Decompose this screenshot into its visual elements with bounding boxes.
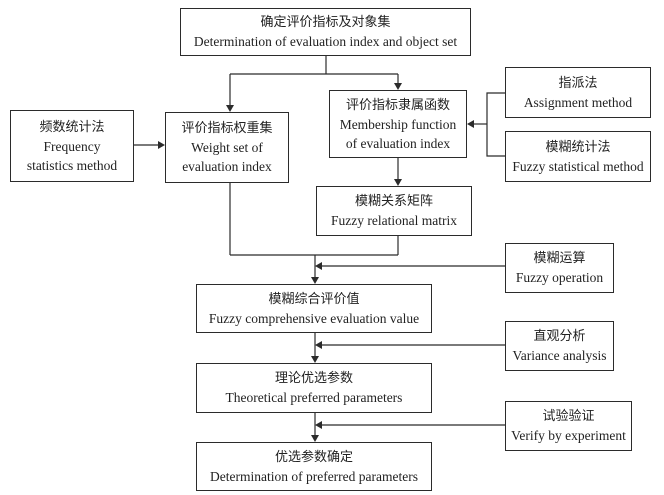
node-relational-en: Fuzzy relational matrix <box>331 213 457 228</box>
node-variance-zh: 直观分析 <box>533 329 586 344</box>
node-membership-zh: 评价指标隶属函数 <box>345 97 450 113</box>
arrowhead-verify <box>315 421 322 429</box>
node-weight-set-zh: 评价指标权重集 <box>181 121 273 136</box>
node-relational: 模糊关系矩阵 Fuzzy relational matrix <box>316 186 472 236</box>
arrowhead-bracket-membership <box>467 120 474 128</box>
node-assignment-en: Assignment method <box>523 94 633 110</box>
node-theoretical-zh: 理论优选参数 <box>274 371 353 386</box>
arrowhead-preferred <box>311 435 319 442</box>
arrowhead-relational <box>394 179 402 186</box>
node-weight-set-en1: Weight set of <box>191 140 263 155</box>
node-weight-set-en2: evaluation index <box>182 159 272 174</box>
node-object-set-en: Determination of evaluation index and ob… <box>193 34 458 49</box>
node-relational-zh: 模糊关系矩阵 <box>354 194 433 209</box>
node-verify-en: Verify by experiment <box>511 428 626 443</box>
node-fuzzy-stat-en: Fuzzy statistical method <box>512 158 644 174</box>
node-frequency-en2: statistics method <box>26 157 118 173</box>
node-preferred-en: Determination of preferred parameters <box>209 468 419 484</box>
node-fuzzy-stat-zh: 模糊统计法 <box>545 139 611 155</box>
node-object-set: 确定评价指标及对象集 Determination of evaluation i… <box>180 8 471 56</box>
arrowhead-frequency-weight <box>158 141 165 149</box>
node-fuzzy-op-en: Fuzzy operation <box>515 270 604 285</box>
node-variance-en: Variance analysis <box>512 348 607 363</box>
arrowhead-comprehensive <box>311 277 319 284</box>
arrowhead-membership <box>394 83 402 90</box>
arrowhead-theoretical <box>311 356 319 363</box>
node-comprehensive-en: Fuzzy comprehensive evaluation value <box>208 310 420 326</box>
node-fuzzy-op-zh: 模糊运算 <box>533 251 586 266</box>
node-comprehensive-zh: 模糊综合评价值 <box>268 291 360 307</box>
node-frequency-en1: Frequency <box>43 138 101 154</box>
arrowhead-variance <box>315 341 322 349</box>
node-variance: 直观分析 Variance analysis <box>505 321 614 371</box>
node-frequency: 频数统计法 Frequency statistics method <box>10 110 134 182</box>
node-preferred-zh: 优选参数确定 <box>274 449 353 465</box>
node-theoretical: 理论优选参数 Theoretical preferred parameters <box>196 363 432 413</box>
arrowhead-fuzzy-op <box>315 262 322 270</box>
node-theoretical-en: Theoretical preferred parameters <box>225 390 403 405</box>
node-weight-set: 评价指标权重集 Weight set of evaluation index <box>165 112 289 183</box>
connector-assignment-bracket <box>486 92 505 157</box>
node-frequency-zh: 频数统计法 <box>39 119 105 135</box>
node-membership-en2: of evaluation index <box>345 135 451 151</box>
node-object-set-zh: 确定评价指标及对象集 <box>260 15 391 30</box>
node-assignment-zh: 指派法 <box>558 75 598 91</box>
node-membership: 评价指标隶属函数 Membership function of evaluati… <box>329 90 467 158</box>
node-preferred: 优选参数确定 Determination of preferred parame… <box>196 442 432 491</box>
arrowhead-weight-set <box>226 105 234 112</box>
node-verify-zh: 试验验证 <box>542 409 595 424</box>
node-fuzzy-stat: 模糊统计法 Fuzzy statistical method <box>505 131 651 182</box>
node-assignment: 指派法 Assignment method <box>505 67 651 118</box>
node-fuzzy-op: 模糊运算 Fuzzy operation <box>505 243 614 293</box>
node-membership-en1: Membership function <box>339 116 457 132</box>
node-comprehensive: 模糊综合评价值 Fuzzy comprehensive evaluation v… <box>196 284 432 333</box>
node-verify: 试验验证 Verify by experiment <box>505 401 632 451</box>
